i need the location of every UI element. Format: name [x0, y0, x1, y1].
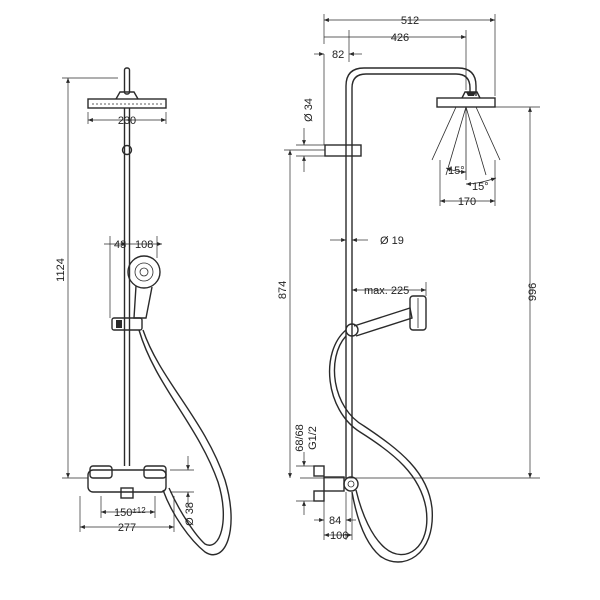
dim-side-512: 512: [323, 14, 496, 96]
dim-side-84: 84: [314, 492, 356, 540]
dim-front-mixer-spacing: 150±12: [100, 496, 156, 519]
dim-side-dia-19: Ø 19: [330, 235, 404, 247]
dim-front-mixer-dia: Ø 38: [170, 456, 196, 526]
dim-front-mixer-width: 277: [79, 496, 175, 534]
front-riser-pipe: [121, 108, 133, 466]
dim-front-48-label: 48: [114, 239, 126, 251]
dim-side-max-225-label: max. 225: [364, 285, 409, 297]
dim-side-106-label: 106: [330, 530, 348, 542]
dim-front-mixer-width-label: 277: [118, 522, 136, 534]
front-view: 1124 230 48 108 150±12: [55, 67, 232, 556]
dim-side-874: 874: [277, 149, 325, 478]
dim-front-overall-height: 1124: [55, 77, 118, 479]
side-wall-bracket: [324, 144, 362, 157]
front-slider-holder: [111, 317, 143, 331]
dim-side-170-label: 170: [458, 196, 476, 208]
dim-front-head-width: 230: [87, 112, 167, 127]
dim-side-82: 82: [314, 49, 362, 145]
dim-side-68-68-label: 68/68: [294, 424, 306, 452]
dim-front-head-width-label: 230: [118, 115, 136, 127]
dim-front-mixer-spacing-label: 150±12: [114, 506, 146, 519]
dim-side-996: 996: [495, 106, 540, 478]
dim-side-426-label: 426: [391, 32, 409, 44]
side-spray-angle: 15° 15°: [431, 106, 501, 193]
front-top-stub: [123, 67, 131, 95]
front-hose: [138, 329, 232, 556]
dim-side-dia-34-label: Ø 34: [303, 98, 315, 122]
front-thermostat-mixer: [87, 465, 167, 499]
dim-side-84-label: 84: [329, 515, 341, 527]
front-overhead-shower: [87, 91, 167, 109]
side-angle-a-label: 15°: [448, 165, 465, 177]
dim-side-874-label: 874: [277, 281, 289, 299]
dim-side-dia-19-label: Ø 19: [380, 235, 404, 247]
side-overhead-shower: [436, 91, 496, 108]
dim-front-overall-height-label: 1124: [55, 258, 67, 282]
dim-side-426: 426: [324, 30, 467, 90]
dim-side-connection: 68/68 G1/2: [294, 424, 319, 515]
dim-side-106: 106: [324, 492, 353, 542]
dim-side-996-label: 996: [527, 283, 539, 301]
dim-front-mixer-dia-label: Ø 38: [184, 502, 196, 526]
side-riser-and-arm: [345, 67, 477, 478]
side-angle-b-label: 15°: [472, 181, 489, 193]
dim-side-512-label: 512: [401, 15, 419, 27]
dim-side-dia-34: Ø 34: [296, 98, 325, 172]
dim-side-170: 170: [439, 160, 496, 208]
front-hand-shower: [127, 255, 161, 319]
dim-front-108-label: 108: [135, 239, 153, 251]
side-hose: [328, 329, 433, 563]
dim-side-82-label: 82: [332, 49, 344, 61]
dim-side-max-225: max. 225: [352, 282, 427, 297]
dim-front-hand-offsets: 48 108: [104, 236, 162, 318]
side-view: 15° 15°: [277, 14, 540, 563]
dim-side-g12-label: G1/2: [307, 426, 319, 450]
side-hand-shower: [345, 295, 427, 337]
